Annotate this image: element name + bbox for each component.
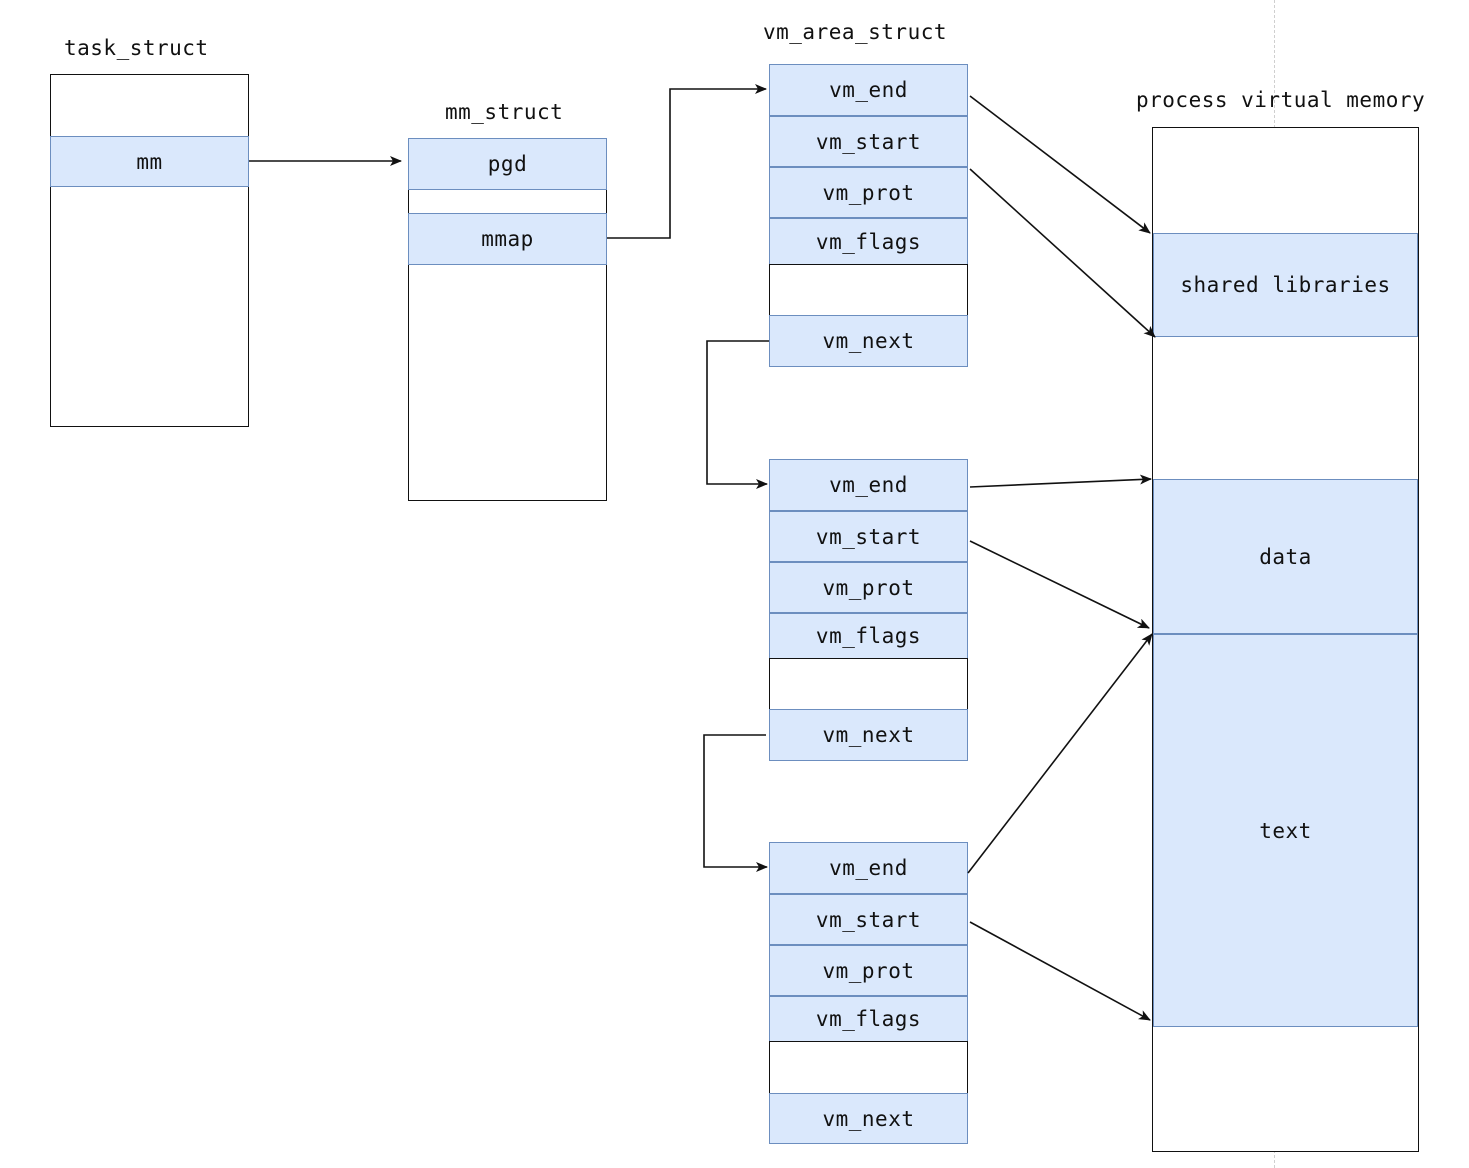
arrow-mmap-to-vma1 [607,84,767,239]
mm-struct-box [408,138,607,501]
vma1-vm-flags: vm_flags [769,218,968,265]
vma2-vm-end: vm_end [769,459,968,511]
arrow-vma3-start-to-memory [969,921,1151,1021]
task-struct-mm-field: mm [50,136,249,187]
arrow-vma1-end-to-memory [969,95,1151,234]
vma2-vm-flags: vm_flags [769,613,968,659]
vma3-vm-start: vm_start [769,894,968,945]
arrow-vma2-start-to-memory [969,540,1150,629]
arrow-vma2-next-to-vma3 [703,734,768,872]
mm-struct-mmap-field: mmap [408,213,607,265]
mm-struct-pgd-field: pgd [408,138,607,190]
region-text: text [1153,634,1418,1027]
vma1-vm-end: vm_end [769,64,968,116]
vma1-vm-prot: vm_prot [769,167,968,218]
arrow-vma3-end-to-memory [967,633,1153,874]
vma1-blank [769,264,968,316]
arrow-vma1-next-to-vma2 [706,340,769,489]
vma2-vm-start: vm_start [769,511,968,562]
arrow-vma1-start-to-memory [969,168,1156,338]
vma2-blank [769,658,968,710]
vma1-vm-next: vm_next [769,315,968,367]
task-struct-title: task_struct [64,36,209,60]
vma3-vm-prot: vm_prot [769,945,968,996]
region-data: data [1153,479,1418,634]
vma2-vm-prot: vm_prot [769,562,968,613]
process-memory-title: process virtual memory [1136,88,1426,112]
vma2-vm-next: vm_next [769,709,968,761]
vma3-vm-flags: vm_flags [769,996,968,1042]
region-shared-libraries: shared libraries [1153,233,1418,337]
task-struct-box [50,74,249,427]
vma3-vm-next: vm_next [769,1093,968,1144]
vma1-vm-start: vm_start [769,116,968,167]
mm-struct-title: mm_struct [445,100,564,124]
vma3-vm-end: vm_end [769,842,968,894]
vm-area-struct-title: vm_area_struct [763,20,948,44]
arrow-vma2-end-to-memory [969,474,1152,488]
vma3-blank [769,1041,968,1094]
